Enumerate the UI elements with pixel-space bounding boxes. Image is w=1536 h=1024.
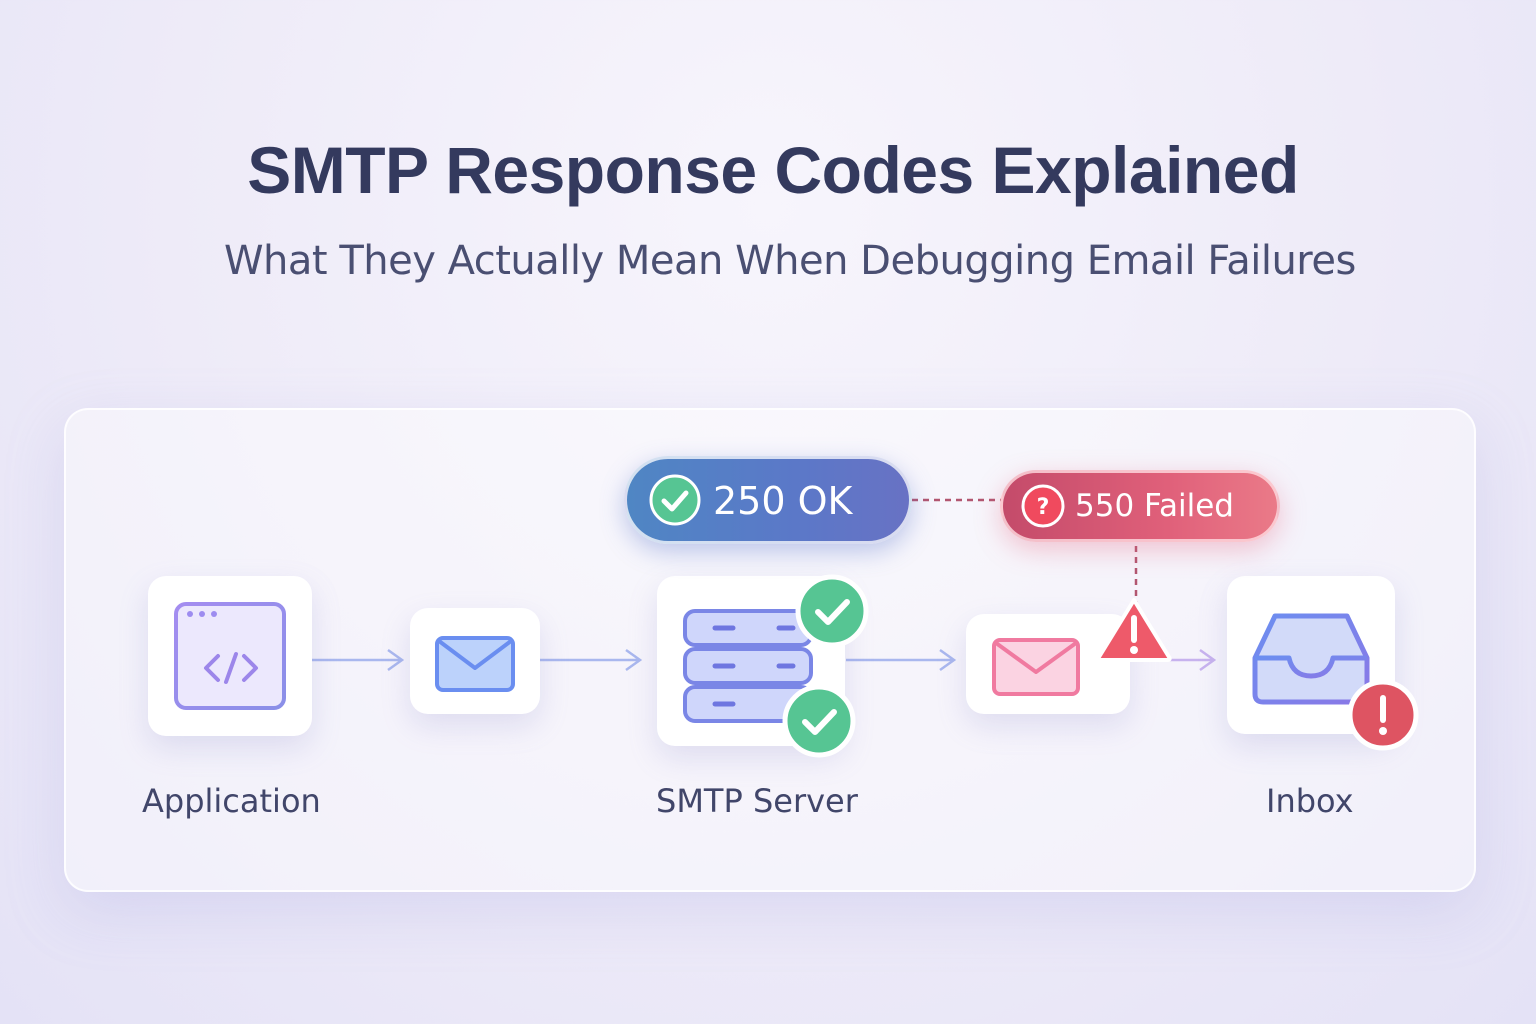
application-node bbox=[148, 576, 312, 736]
smtp-server-label: SMTP Server bbox=[656, 782, 858, 820]
envelope-icon bbox=[435, 636, 515, 692]
email-outgoing-node bbox=[410, 608, 540, 714]
status-550-failed-text: 550 Failed bbox=[1075, 488, 1234, 524]
status-550-failed-badge: ? 550 Failed bbox=[1000, 470, 1280, 542]
question-circle-icon: ? bbox=[1021, 484, 1065, 528]
server-stack-icon bbox=[683, 609, 813, 723]
svg-text:?: ? bbox=[1037, 495, 1050, 520]
page-title: SMTP Response Codes Explained bbox=[247, 133, 1299, 207]
status-250-ok-text: 250 OK bbox=[713, 479, 853, 523]
email-failed-node bbox=[966, 614, 1130, 714]
arrow-email-to-server bbox=[540, 648, 643, 672]
check-circle-icon bbox=[649, 474, 701, 526]
code-window-icon bbox=[174, 602, 286, 710]
inbox-alert-icon bbox=[1347, 679, 1419, 751]
arrow-app-to-email bbox=[312, 648, 405, 672]
inbox-label: Inbox bbox=[1266, 782, 1354, 820]
envelope-icon bbox=[992, 638, 1080, 696]
arrow-email-to-inbox bbox=[1168, 648, 1217, 672]
warning-triangle-icon bbox=[1096, 598, 1172, 662]
arrow-server-to-email bbox=[846, 648, 957, 672]
status-250-ok-badge: 250 OK bbox=[624, 456, 912, 544]
application-label: Application bbox=[142, 782, 321, 820]
server-check-icon-bottom bbox=[782, 684, 856, 758]
server-check-icon-top bbox=[795, 574, 869, 648]
page-subtitle: What They Actually Mean When Debugging E… bbox=[224, 238, 1356, 284]
